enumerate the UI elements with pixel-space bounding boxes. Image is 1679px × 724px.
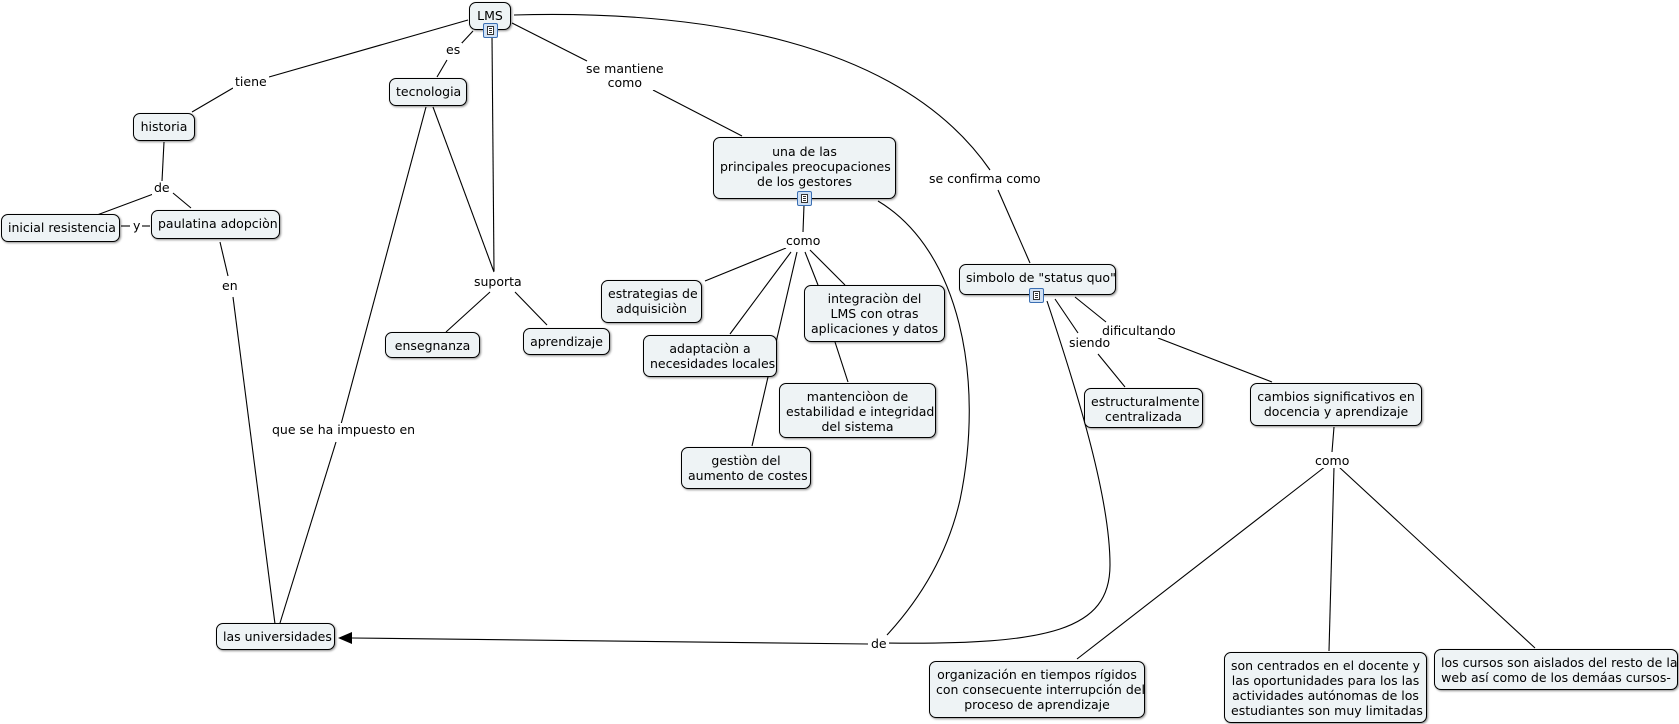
link-y[interactable]: y	[131, 218, 143, 233]
link-que-se-ha-impuesto-en[interactable]: que se ha impuesto en	[270, 422, 418, 437]
concept-centrados[interactable]: son centrados en el docente y las oportu…	[1224, 652, 1427, 723]
concept-label: estabilidad e integridad	[786, 404, 935, 419]
link-label: tiene	[235, 74, 267, 89]
link-label: se mantiene	[586, 61, 664, 76]
concept-label: son centrados en el docente y	[1231, 658, 1421, 673]
concept-label: LMS	[477, 8, 503, 23]
link-dificultando[interactable]: dificultando	[1100, 324, 1178, 338]
concept-label: adquisiciòn	[616, 301, 687, 316]
concept-integracion[interactable]: integraciòn del LMS con otras aplicacion…	[804, 285, 945, 342]
concept-historia[interactable]: historia	[133, 113, 195, 141]
link-label: que se ha impuesto en	[272, 422, 416, 437]
concept-label: organización en tiempos rígidos	[937, 667, 1137, 682]
concept-label: aprendizaje	[530, 334, 603, 349]
concept-label: principales preocupaciones	[720, 159, 891, 174]
link-label: de	[154, 180, 170, 195]
concept-label: aumento de costes	[688, 468, 808, 483]
concept-label: adaptaciòn a	[669, 341, 751, 356]
link-label: y	[133, 218, 141, 233]
concept-label: con consecuente interrupción del	[936, 682, 1145, 697]
link-en[interactable]: en	[220, 279, 240, 293]
concept-organizacion[interactable]: organización en tiempos rígidos con cons…	[929, 661, 1145, 718]
concept-label: paulatina adopciòn	[158, 216, 278, 231]
concept-label: proceso de aprendizaje	[964, 697, 1110, 712]
concept-estructuralmente[interactable]: estructuralmente centralizada	[1084, 388, 1203, 428]
concept-label: inicial resistencia	[8, 220, 116, 235]
concept-cambios[interactable]: cambios significativos en docencia y apr…	[1250, 383, 1422, 426]
concept-inicial-resistencia[interactable]: inicial resistencia	[1, 214, 120, 242]
concept-label: simbolo de "status quo"	[966, 270, 1116, 285]
concept-label: cambios significativos en	[1257, 389, 1415, 404]
concept-las-universidades[interactable]: las universidades	[216, 623, 335, 650]
concept-paulatina-adopcion[interactable]: paulatina adopciòn	[151, 210, 280, 239]
concept-label: las universidades	[223, 629, 332, 644]
concept-aprendizaje[interactable]: aprendizaje	[523, 328, 610, 355]
link-tiene[interactable]: tiene	[233, 75, 269, 89]
link-de-historia[interactable]: de	[152, 181, 172, 195]
concept-preocupaciones[interactable]: una de las principales preocupaciones de…	[713, 137, 896, 199]
concept-label: aplicaciones y datos	[811, 321, 939, 336]
concept-label: web así como de los demáas cursos-	[1441, 670, 1671, 685]
concept-label: una de las	[772, 144, 837, 159]
link-label: como	[607, 75, 642, 90]
concept-label: estudiantes son muy limitadas	[1231, 703, 1423, 718]
link-label: suporta	[474, 274, 522, 289]
link-como-2[interactable]: como	[1313, 453, 1352, 468]
concept-label: estructuralmente	[1091, 394, 1200, 409]
link-label: se confirma como	[929, 171, 1041, 186]
concept-label: historia	[140, 119, 188, 134]
concept-label: del sistema	[821, 419, 894, 434]
concept-label: los cursos son aislados del resto de la	[1441, 655, 1678, 670]
concept-label: de los gestores	[757, 174, 852, 189]
concept-label: mantenciòon de	[806, 389, 909, 404]
concept-label: tecnologia	[396, 84, 462, 99]
concept-tecnologia[interactable]: tecnologia	[389, 78, 467, 106]
concept-mantencion[interactable]: mantenciòon de estabilidad e integridad …	[779, 383, 936, 438]
link-suporta[interactable]: suporta	[472, 275, 524, 289]
document-icon[interactable]	[797, 191, 812, 206]
link-de-bottom[interactable]: de	[869, 637, 889, 651]
link-label: como	[1315, 453, 1350, 468]
link-como-1[interactable]: como	[784, 233, 823, 248]
concept-label: actividades autónomas de los	[1232, 688, 1419, 703]
link-se-mantiene[interactable]: se mantiene como	[584, 62, 666, 90]
concept-label: docencia y aprendizaje	[1263, 404, 1409, 419]
concept-label: integraciòn del	[827, 291, 922, 306]
concept-cursos[interactable]: los cursos son aislados del resto de la …	[1434, 649, 1678, 690]
concept-adaptacion[interactable]: adaptaciòn a necesidades locales	[643, 335, 777, 377]
document-icon[interactable]	[1029, 288, 1044, 303]
link-label: es	[446, 42, 461, 57]
link-label: de	[871, 636, 887, 651]
link-es[interactable]: es	[444, 42, 463, 57]
link-label: siendo	[1069, 335, 1111, 350]
document-icon[interactable]	[483, 23, 498, 38]
link-se-confirma[interactable]: se confirma como	[927, 172, 1043, 186]
concept-label: LMS con otras	[830, 306, 919, 321]
link-siendo[interactable]: siendo	[1067, 335, 1113, 350]
link-label: en	[222, 278, 238, 293]
concept-label: gestiòn del	[711, 453, 781, 468]
concept-estrategias[interactable]: estrategias de adquisiciòn	[601, 280, 702, 323]
link-label: dificultando	[1102, 323, 1176, 338]
concept-label: centralizada	[1105, 409, 1182, 424]
concept-label: las oportunidades para los las	[1231, 673, 1420, 688]
concept-label: necesidades locales	[650, 356, 776, 371]
concept-gestion[interactable]: gestiòn del aumento de costes	[681, 447, 811, 489]
concept-label: ensegnanza	[394, 338, 471, 353]
link-label: como	[786, 233, 821, 248]
concept-label: estrategias de	[608, 286, 698, 301]
concept-ensegnanza[interactable]: ensegnanza	[385, 332, 480, 358]
